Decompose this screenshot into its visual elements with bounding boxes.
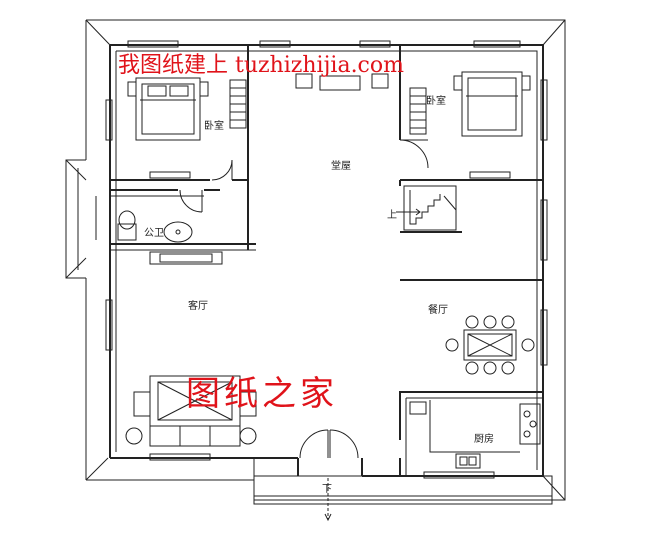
wash-basin [163, 221, 193, 243]
hall-label: 堂屋 [331, 161, 351, 172]
windows [105, 40, 548, 479]
tv-cabinet [149, 251, 223, 265]
watermark-middle: 图纸之家 [186, 374, 338, 414]
bathroom-label: 公卫 [144, 228, 164, 239]
bedroom-left-label: 卧室 [204, 121, 224, 132]
kitchen-label: 厨房 [474, 434, 494, 445]
dining-room-label: 餐厅 [428, 305, 448, 316]
desk-right [469, 171, 511, 179]
toilet [117, 210, 137, 241]
eave-outline [85, 19, 566, 501]
stair-up-label: 上 [387, 210, 397, 221]
bedroom-left-door [211, 159, 233, 181]
entry-down-label: 下 [322, 484, 332, 495]
left-bay-projection [65, 159, 87, 279]
bedroom-right-label: 卧室 [426, 96, 446, 107]
wardrobe-left [229, 79, 247, 129]
interior-walls [110, 45, 543, 476]
dining-table [445, 315, 535, 375]
stair [396, 185, 457, 231]
bedroom-right-door [399, 139, 429, 169]
living-room-label: 客厅 [188, 301, 208, 312]
bed-left [127, 77, 209, 141]
sofa-set [125, 375, 257, 447]
entry-steps [253, 458, 553, 522]
kitchen-counter [409, 400, 541, 469]
bed-right [453, 71, 531, 137]
entry-door [299, 429, 359, 459]
watermark-top: 我图纸建上 tuzhizhijia.com [118, 53, 404, 78]
wardrobe-right [409, 87, 427, 135]
desk-left [149, 171, 191, 179]
bathroom-door [179, 189, 203, 213]
hall-table [295, 73, 389, 91]
